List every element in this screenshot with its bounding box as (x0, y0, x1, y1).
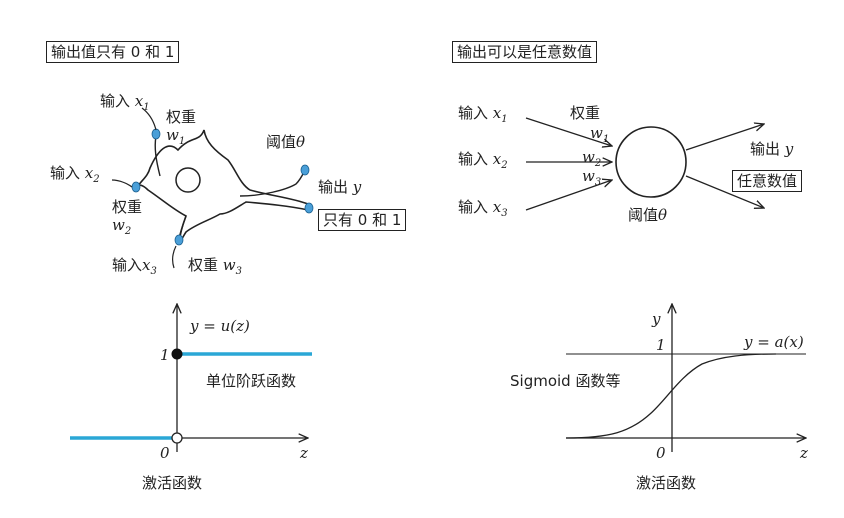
sigmoid-tick-one: 1 (656, 336, 666, 354)
arrow-output-upper (685, 124, 764, 151)
sigmoid-tick-zero: 0 (656, 444, 666, 462)
art-weight-2: w2 (582, 148, 602, 169)
art-weight-label: 权重 (570, 104, 601, 122)
heading-any-output: 输出可以是任意数值 (452, 41, 598, 63)
arrow-output-lower (685, 175, 764, 208)
step-function-label: y = u(z) (190, 317, 250, 335)
art-weight-1: w1 (590, 124, 610, 145)
arrow-input-3 (525, 180, 612, 211)
art-input-3: 输入 x3 (458, 198, 508, 219)
sigmoid-function-label: y = a(x) (744, 333, 804, 351)
sigmoid-curve-label: Sigmoid 函数等 (510, 372, 621, 390)
step-tick-one: 1 (160, 346, 170, 364)
art-input-2: 输入 x2 (458, 150, 508, 171)
art-output-box: 任意数值 (732, 170, 803, 192)
step-caption: 激活函数 (142, 474, 203, 492)
step-tick-zero: 0 (160, 444, 170, 462)
sigmoid-y-axis-label: y (652, 310, 661, 328)
axon-tip-upper (300, 164, 310, 176)
bio-weight-3: 权重 w3 (188, 256, 243, 277)
bio-input-1: 输入 x1 (100, 92, 150, 113)
bio-output: 输出 y (318, 178, 362, 196)
step-x-axis-label: z (300, 444, 308, 462)
neuron-soma (137, 129, 309, 243)
art-threshold: 阈值θ (628, 206, 668, 224)
neuron-node (615, 126, 687, 198)
axon-terminal (239, 171, 305, 197)
axon-tip-lower (304, 202, 314, 214)
bio-output-box: 只有 0 和 1 (318, 209, 407, 231)
input-line-2 (111, 179, 133, 188)
sigmoid-curve (565, 353, 777, 439)
step-point-filled (171, 348, 183, 360)
art-weight-3: w3 (582, 167, 602, 188)
bio-input-3: 输入x3 (112, 256, 157, 277)
heading-binary-output: 输出值只有 0 和 1 (46, 41, 180, 63)
sigmoid-x-axis-label: z (800, 444, 808, 462)
arrow-input-1 (525, 117, 612, 146)
dendrite-tip-3 (174, 234, 184, 246)
input-line-1 (141, 107, 157, 131)
art-input-1: 输入 x1 (458, 104, 508, 125)
input-line-3 (172, 245, 177, 269)
sigmoid-caption: 激活函数 (636, 474, 697, 492)
bio-threshold: 阈值θ (266, 133, 306, 151)
step-point-open (171, 432, 183, 444)
step-curve-label: 单位阶跃函数 (206, 372, 297, 390)
neuron-nucleus (175, 167, 201, 193)
bio-input-2: 输入 x2 (50, 164, 100, 185)
art-output: 输出 y (750, 140, 794, 158)
